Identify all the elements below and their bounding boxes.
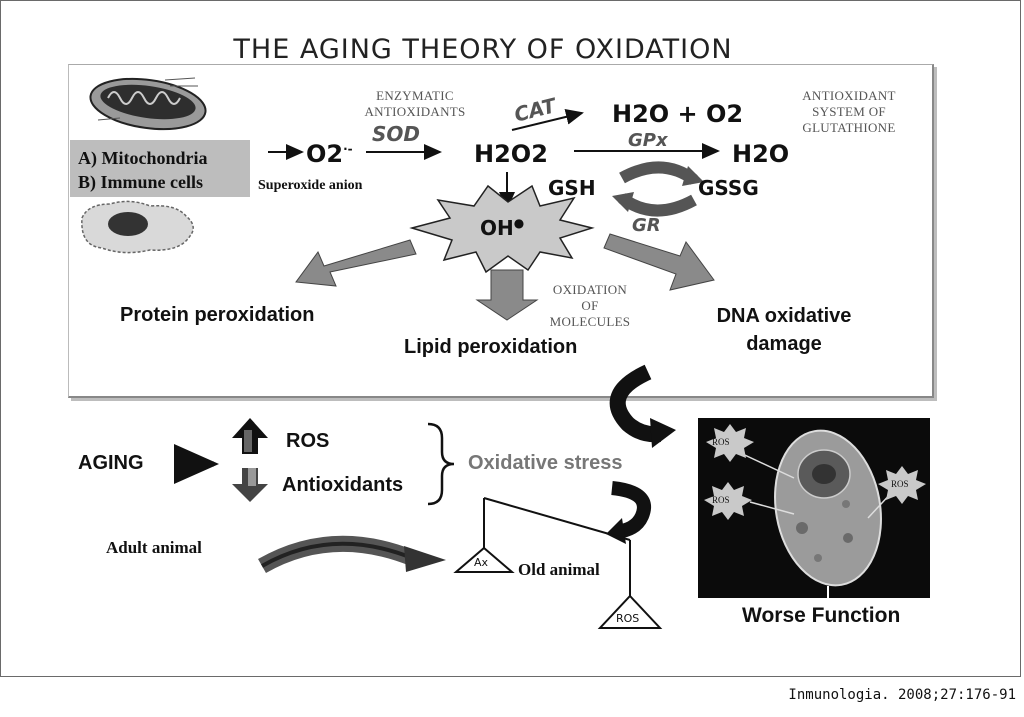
oxidation-line-1: OXIDATION [552,282,628,297]
balance-scale [453,497,663,629]
antioxidants-down-arrow [232,468,268,502]
oxidation-of-molecules-label: OXIDATION OF MOLECULES [540,282,640,330]
oxidation-line-3: MOLECULES [549,314,631,329]
curved-arrow-to-cell [609,364,676,448]
figure-title: THE AGING THEORY OF OXIDATION [233,34,733,65]
glutathione-system-label: ANTIOXIDANT SYSTEM OF GLUTATHIONE [790,88,908,136]
antioxidants-label: Antioxidants [282,474,404,496]
superoxide-label: Superoxide anion [258,178,363,193]
arrow-to-lipid [475,269,539,321]
enzymatic-antioxidants-label: ENZYMATIC ANTIOXIDANTS [360,88,470,120]
glutathione-line-1: ANTIOXIDANT [802,88,896,103]
ros-up-arrow [232,418,268,454]
dna-oxidative-damage: DNA oxidative damage [704,302,864,358]
gpx-label: GPx [628,130,668,151]
grouping-brace [427,422,455,506]
superoxide-formula: O2·- [306,140,353,168]
water-product: H2O [732,140,790,168]
damaged-cell-panel: ROS ROS ROS [698,418,930,598]
enzymatic-line-1: ENZYMATIC [376,88,454,103]
oxidation-pathway-box [68,64,934,398]
arrow-to-protein [295,239,417,287]
hydroxyl-starburst [409,184,595,274]
protein-peroxidation: Protein peroxidation [120,304,315,326]
adult-animal-label: Adult animal [106,538,202,557]
hydroxyl-text: OH [480,216,514,240]
hydroxyl-radical: OH● [480,216,525,240]
enzymatic-line-2: ANTIOXIDANTS [364,104,466,119]
antioxidant-pan-label: Ax [474,556,489,569]
superoxide-formula-text: O2 [306,140,344,168]
ros-label: ROS [286,430,330,452]
aging-swoosh-arrow [258,535,446,573]
damaged-cell-illustration [704,424,926,598]
source-mitochondria: A) Mitochondria [78,148,208,168]
ros-star-label: ROS [891,479,909,489]
ros-star-label: ROS [712,495,730,505]
superoxide-charge: ·- [343,142,353,156]
source-immune-cells: B) Immune cells [78,172,203,192]
aging-label: AGING [78,452,144,474]
hydrogen-peroxide: H2O2 [474,140,548,168]
dna-line-2: damage [746,333,822,355]
mitochondrion-illustration [89,77,207,131]
gssg-label: GSSG [698,176,759,200]
lipid-peroxidation: Lipid peroxidation [404,336,578,358]
water-oxygen-products: H2O + O2 [612,100,744,128]
gr-label: GR [632,215,661,236]
ros-pan-label: ROS [616,612,640,625]
cell-sources-text: A) Mitochondria B) Immune cells [78,146,208,194]
worse-function-label: Worse Function [742,604,901,627]
arrow-to-dna [603,233,715,291]
cell-sources-box [70,140,250,197]
old-animal-label: Old animal [518,560,600,579]
glutathione-line-3: GLUTATHIONE [802,120,896,135]
oxidative-stress-label: Oxidative stress [468,452,623,474]
immune-cell-illustration [81,200,194,254]
citation: Inmunologia. 2008;27:176-91 [788,687,1016,703]
oxidation-line-2: OF [581,298,599,313]
ros-star-label: ROS [712,437,730,447]
sod-label: SOD [372,122,421,146]
glutathione-line-2: SYSTEM OF [812,104,886,119]
gsh-label: GSH [548,176,596,200]
dna-line-1: DNA oxidative [716,305,852,327]
